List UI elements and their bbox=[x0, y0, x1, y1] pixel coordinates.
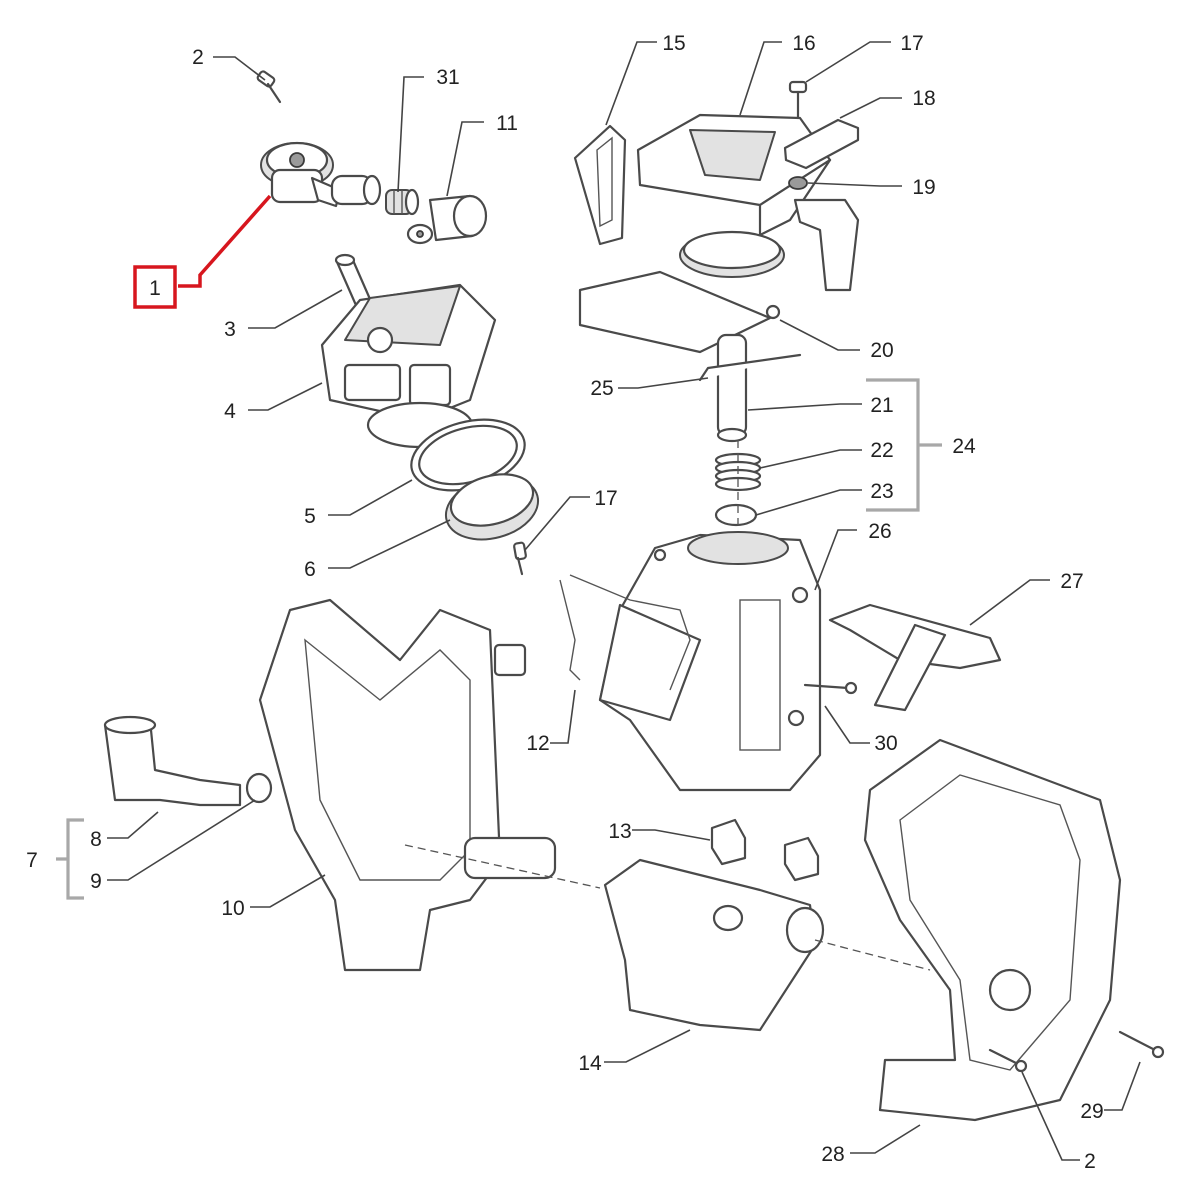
part-26-brew-chamber[interactable] bbox=[598, 531, 822, 792]
label-5: 5 bbox=[304, 505, 316, 528]
part-13-blocks[interactable] bbox=[710, 818, 820, 882]
label-17-top: 17 bbox=[900, 32, 923, 55]
part-18-bracket[interactable] bbox=[783, 118, 860, 170]
label-1: 1 bbox=[149, 277, 161, 300]
alignment-line-left bbox=[404, 844, 601, 889]
label-16: 16 bbox=[792, 32, 815, 55]
part-6-filter-disc[interactable] bbox=[439, 466, 545, 549]
label-3: 3 bbox=[224, 318, 236, 341]
label-20: 20 bbox=[870, 339, 893, 362]
bracket-group-24 bbox=[866, 378, 942, 512]
part-10-left-frame[interactable] bbox=[258, 598, 557, 972]
part-side-lever[interactable] bbox=[793, 198, 860, 292]
part-2-screw-top[interactable] bbox=[256, 70, 282, 104]
part-9-small-o-ring[interactable] bbox=[245, 772, 273, 804]
part-29-screw[interactable] bbox=[1118, 1030, 1165, 1059]
part-28-right-frame[interactable] bbox=[863, 738, 1122, 1122]
part-27-lever-arm[interactable] bbox=[828, 603, 1002, 712]
label-19: 19 bbox=[912, 176, 935, 199]
label-14: 14 bbox=[578, 1052, 602, 1075]
part-20-tray[interactable] bbox=[578, 270, 781, 354]
label-31: 31 bbox=[436, 66, 459, 89]
part-11-valve-cap[interactable] bbox=[406, 194, 488, 245]
part-17-screw-top[interactable] bbox=[788, 80, 808, 120]
part-23-seal[interactable] bbox=[714, 503, 758, 527]
part-12-wire-clip[interactable] bbox=[559, 574, 691, 691]
label-7: 7 bbox=[26, 849, 38, 872]
label-12: 12 bbox=[526, 732, 549, 755]
label-18: 18 bbox=[912, 87, 935, 110]
label-2-top: 2 bbox=[192, 46, 204, 69]
part-perforated-disc[interactable] bbox=[679, 230, 785, 278]
label-13: 13 bbox=[608, 820, 631, 843]
part-31-coupling[interactable] bbox=[385, 188, 420, 216]
bracket-group-7 bbox=[56, 818, 84, 900]
highlight-part-1 bbox=[133, 194, 272, 309]
label-2-bottom: 2 bbox=[1084, 1150, 1096, 1173]
part-19-small-spring[interactable] bbox=[788, 176, 808, 190]
part-2-screw-bottom[interactable] bbox=[988, 1048, 1028, 1073]
label-23: 23 bbox=[870, 480, 893, 503]
label-26: 26 bbox=[868, 520, 891, 543]
label-17-middle: 17 bbox=[594, 487, 617, 510]
label-8: 8 bbox=[90, 828, 102, 851]
part-25-pin[interactable] bbox=[698, 353, 802, 382]
label-6: 6 bbox=[304, 558, 316, 581]
part-5-o-ring[interactable] bbox=[403, 408, 532, 502]
label-22: 22 bbox=[870, 439, 893, 462]
label-24: 24 bbox=[952, 435, 976, 458]
label-11: 11 bbox=[496, 112, 518, 135]
label-21: 21 bbox=[870, 394, 893, 417]
label-9: 9 bbox=[90, 870, 102, 893]
part-1-valve-head[interactable] bbox=[260, 141, 382, 208]
alignment-line-right bbox=[814, 939, 931, 971]
label-10: 10 bbox=[221, 897, 244, 920]
part-16-funnel-top[interactable] bbox=[636, 113, 832, 237]
label-25: 25 bbox=[590, 377, 613, 400]
part-21-piston-rod[interactable] bbox=[716, 333, 748, 443]
label-29: 29 bbox=[1080, 1100, 1103, 1123]
leader-lines bbox=[107, 41, 1141, 1161]
part-8-side-fitting[interactable] bbox=[103, 715, 242, 807]
part-30-screw[interactable] bbox=[803, 681, 858, 695]
label-27: 27 bbox=[1060, 570, 1083, 593]
label-4: 4 bbox=[224, 400, 236, 423]
part-17-screw-middle[interactable] bbox=[513, 541, 527, 576]
label-30: 30 bbox=[874, 732, 897, 755]
part-15-lever-plate[interactable] bbox=[573, 124, 627, 246]
label-15: 15 bbox=[662, 32, 685, 55]
part-14-lower-slider[interactable] bbox=[603, 858, 825, 1032]
label-28: 28 bbox=[821, 1143, 844, 1166]
